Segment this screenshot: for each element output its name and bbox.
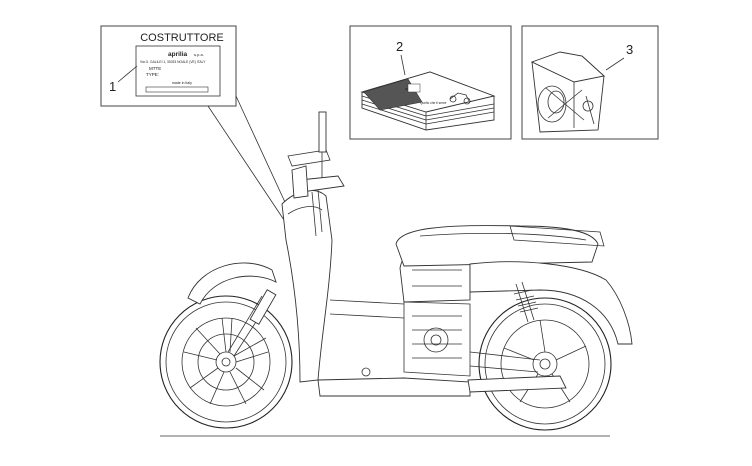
scooter-illustration bbox=[159, 111, 633, 437]
label-plate-box: COSTRUTTORE aprilia s.p.a. Via G. GALILE… bbox=[100, 25, 237, 107]
manual-book-icon: aprilia Quello che ti serve bbox=[360, 71, 496, 131]
label-plate-field-mtte: MTTE bbox=[149, 66, 161, 71]
label-plate-field-type: TYPE: bbox=[146, 72, 159, 77]
rear-wheel bbox=[478, 297, 612, 431]
label-plate bbox=[135, 45, 221, 97]
manual-box: 2 aprilia Quello che ti serve bbox=[349, 25, 512, 140]
label-plate-barcode-field bbox=[145, 86, 209, 93]
label-plate-address: Via G. GALILEI 1, 30033 NOALE (VE) ITALY bbox=[140, 60, 206, 64]
label-plate-brand-suffix: s.p.a. bbox=[194, 52, 204, 57]
toolkit-bag-icon bbox=[530, 51, 605, 133]
label-plate-origin: made in Italy bbox=[172, 81, 192, 85]
callout-1: 1 bbox=[109, 79, 116, 94]
callout-3: 3 bbox=[626, 42, 633, 57]
callout-2: 2 bbox=[396, 39, 403, 54]
toolkit-box: 3 bbox=[521, 25, 659, 140]
label-plate-heading: COSTRUTTORE bbox=[140, 32, 224, 44]
front-wheel bbox=[159, 295, 293, 429]
label-plate-brand: aprilia bbox=[168, 51, 188, 58]
manual-cover-text: Quello che ti serve bbox=[420, 101, 447, 105]
